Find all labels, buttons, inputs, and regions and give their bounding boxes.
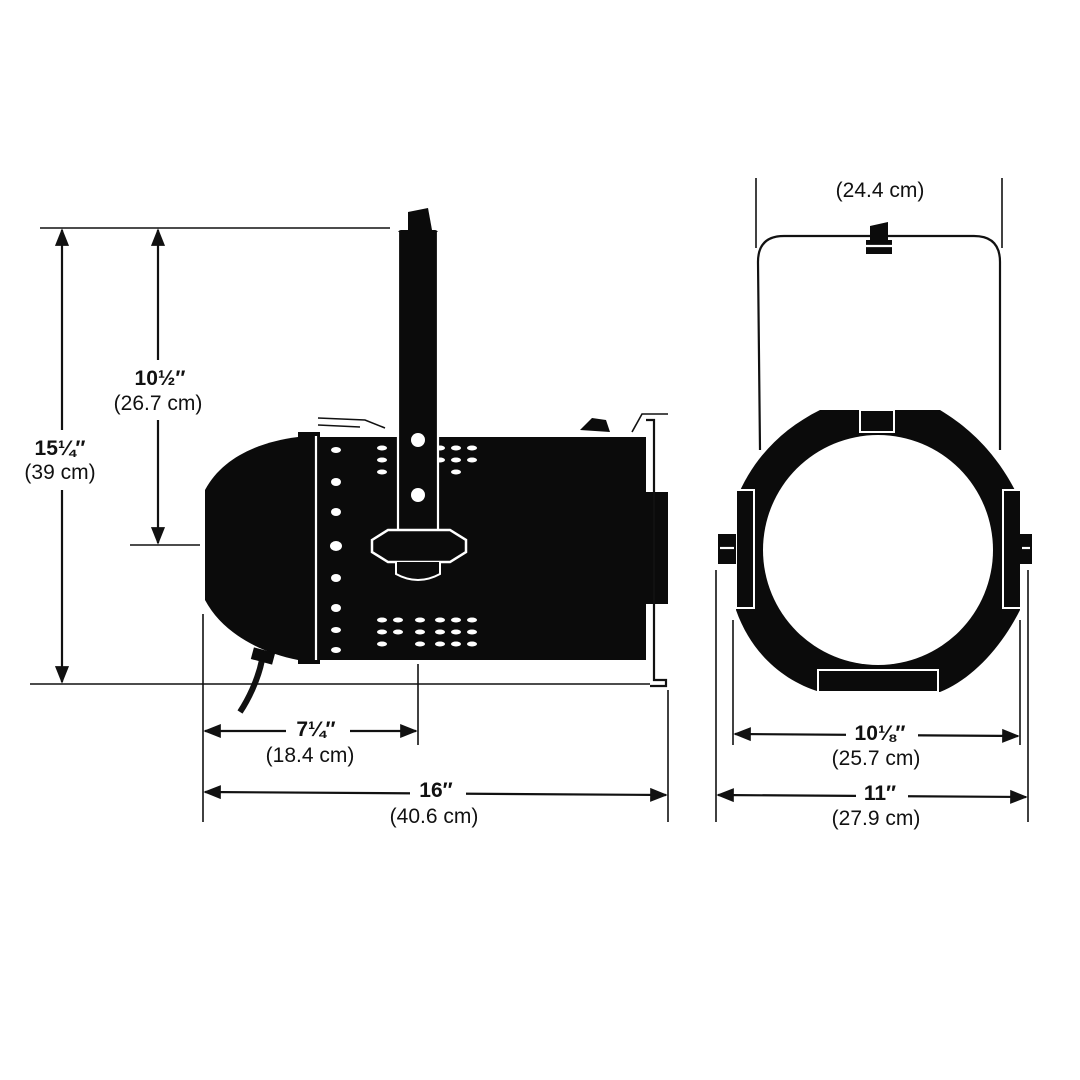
side-front-ring [298, 432, 320, 664]
side-vent-holes [330, 445, 477, 653]
pivot-offset-imperial: 7¼″ [296, 718, 335, 741]
dimension-labels: 15¼″ (39 cm) 10½″ (26.7 cm) 7¼″ (18.4 cm… [24, 179, 924, 830]
overall-width-imperial: 11″ [864, 782, 896, 805]
overall-height-imperial: 15¼″ [35, 437, 86, 460]
overall-length-imperial: 16″ [419, 779, 452, 802]
overall-length-metric: (40.6 cm) [390, 805, 479, 828]
overall-height-metric: (39 cm) [24, 461, 95, 484]
frame-width-imperial: 10⅛″ [855, 722, 906, 745]
yoke-width-metric: (24.4 cm) [836, 179, 925, 202]
yoke-height-metric: (26.7 cm) [114, 392, 203, 415]
side-yoke-arm [398, 230, 438, 578]
side-yoke-knob [370, 528, 468, 564]
overall-width-metric: (27.9 cm) [832, 807, 921, 830]
side-power-cable [237, 659, 265, 714]
side-body [320, 437, 646, 660]
pivot-offset-metric: (18.4 cm) [266, 744, 355, 767]
side-view [205, 208, 668, 714]
side-lens-dome [205, 437, 298, 660]
front-view [718, 222, 1032, 693]
front-lens-opening [763, 435, 993, 665]
yoke-height-imperial: 10½″ [135, 367, 186, 390]
frame-width-metric: (25.7 cm) [832, 747, 921, 770]
